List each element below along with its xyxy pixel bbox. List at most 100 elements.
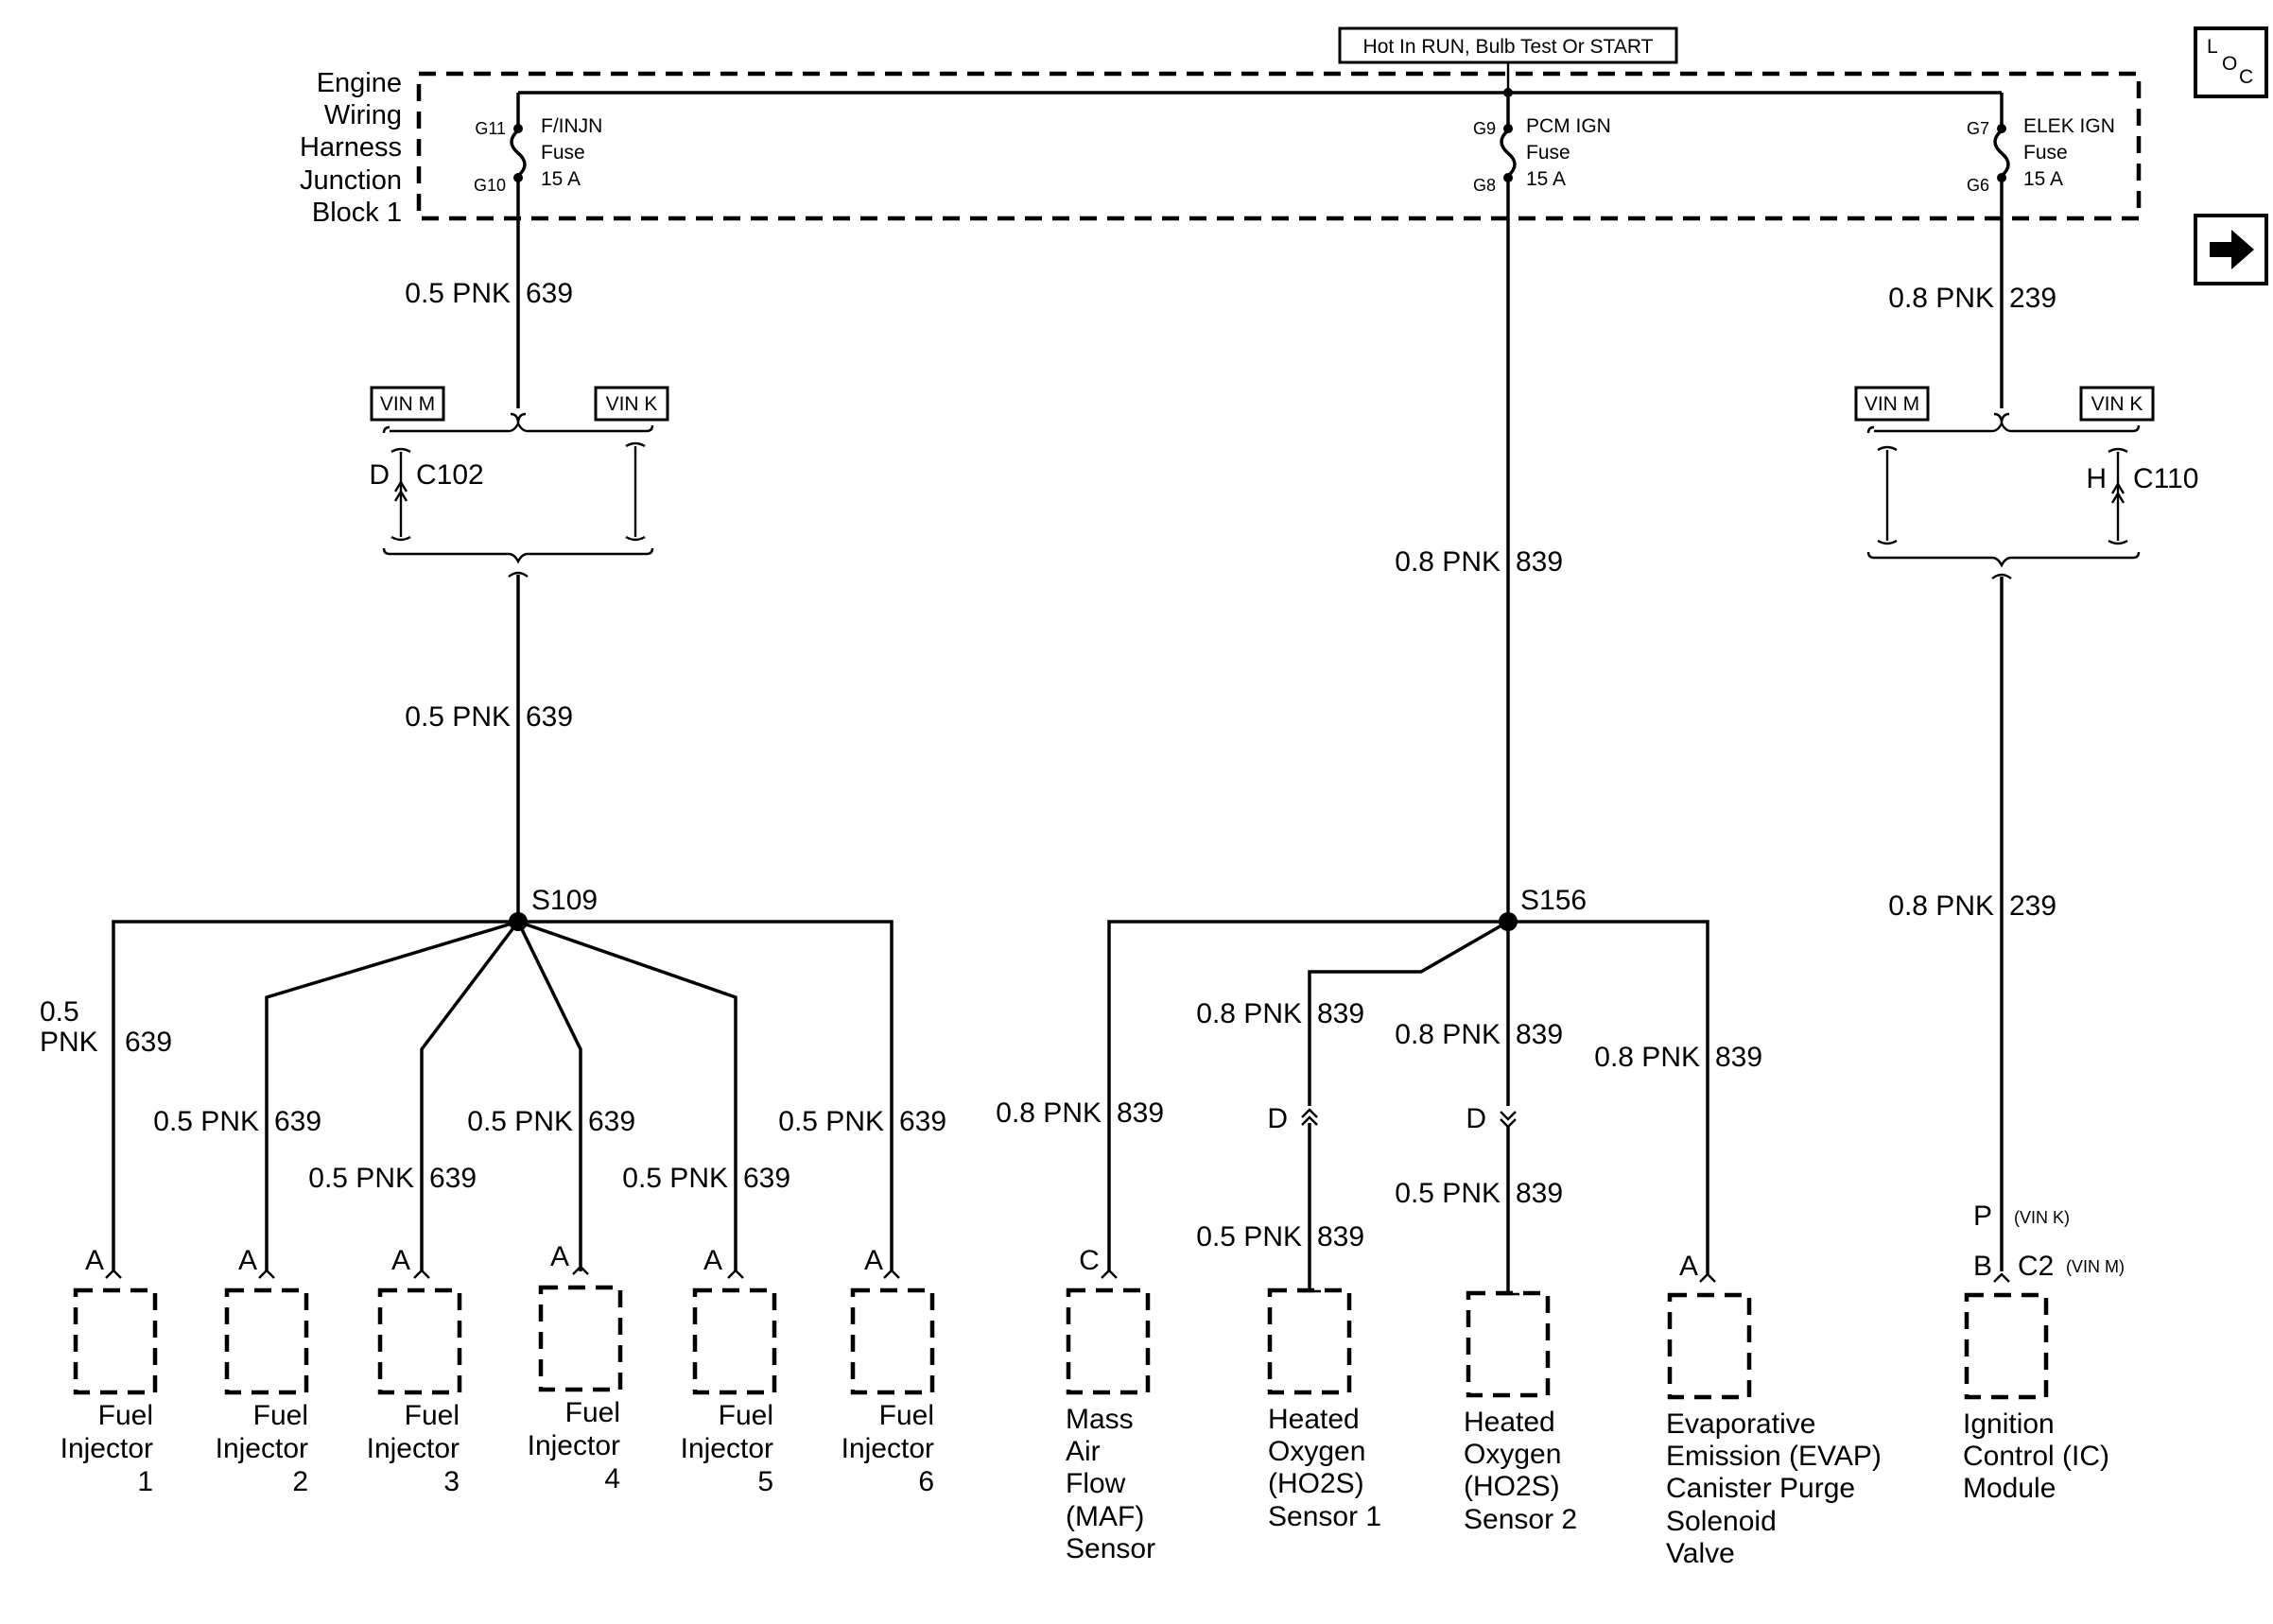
power-label-text: Hot In RUN, Bulb Test Or START	[1363, 36, 1654, 58]
icm-pin-p-vin: (VIN K)	[2014, 1208, 2070, 1227]
vin-m-right-text: VIN M	[1865, 393, 1919, 415]
wire-239-lower-circuit: 239	[2009, 890, 2056, 922]
fuel-injector-6: A Fuel Injector 6	[842, 1245, 935, 1497]
maf-pin: C	[1079, 1245, 1100, 1276]
inj1-number: 1	[137, 1466, 153, 1497]
mass-air-flow-sensor: C Mass Air Flow (MAF) Sensor	[1066, 1245, 1155, 1564]
ho2s1-connector-d: D	[1267, 1103, 1318, 1134]
ho2s2-wire-circuit: 839	[1516, 1019, 1563, 1050]
loc-letter-l: L	[2207, 36, 2218, 58]
ho2s1-line2: Oxygen	[1268, 1436, 1365, 1467]
ho2s1-wire-circuit: 839	[1317, 998, 1364, 1029]
fuse1-rating: 15 A	[541, 168, 581, 190]
c110-name: C110	[2133, 463, 2199, 494]
fuse-pcm-ign: G9 G8 PCM IGN Fuse 15 A	[1473, 115, 1611, 195]
evap-pin: A	[1679, 1251, 1698, 1282]
fuel-injector-1: A Fuel Injector 1	[61, 1245, 158, 1497]
ho2s2-conn-pin: D	[1466, 1103, 1486, 1134]
wire-to-maf	[1107, 920, 1508, 1271]
location-button[interactable]: L O C	[2194, 26, 2268, 98]
inj2-line1: Fuel	[253, 1400, 308, 1431]
ho2s1-conn-pin: D	[1267, 1103, 1288, 1134]
inj5-gauge: 0.5 PNK	[622, 1163, 728, 1194]
fuel-injector-5: A Fuel Injector 5	[681, 1245, 777, 1497]
injector-branches	[112, 920, 894, 1271]
arrow-right-icon	[2210, 230, 2254, 269]
maf-line3: Flow	[1066, 1468, 1126, 1499]
inj5-line2: Injector	[681, 1433, 773, 1464]
ho2s1-line1: Heated	[1268, 1404, 1360, 1435]
loc-letter-o: O	[2222, 53, 2237, 75]
vin-m-tag-right: VIN M	[1854, 386, 1930, 422]
inj4-number: 4	[604, 1463, 620, 1494]
inj3-number: 3	[443, 1466, 460, 1497]
c102-name: C102	[416, 459, 484, 491]
splice-s109-label: S109	[531, 885, 598, 916]
inj1-gauge-b: PNK	[40, 1027, 98, 1058]
inj5-line1: Fuel	[719, 1400, 773, 1431]
ho2s1-lower-gauge: 0.5 PNK	[1196, 1221, 1302, 1253]
evap-line2: Emission (EVAP)	[1666, 1441, 1882, 1472]
fuse3-word: Fuse	[2023, 142, 2068, 164]
vin-k-right-text: VIN K	[2091, 393, 2143, 415]
evap-line4: Solenoid	[1666, 1506, 1777, 1537]
inj4-line1: Fuel	[565, 1397, 620, 1428]
icm-pin-p: P	[1973, 1201, 1992, 1232]
inj1-gauge-a: 0.5	[40, 996, 79, 1028]
ho2s2-lower-gauge: 0.5 PNK	[1395, 1178, 1501, 1209]
fuse1-name: F/INJN	[541, 115, 602, 137]
fuse2-rating: 15 A	[1526, 168, 1566, 190]
ho2s2-line1: Heated	[1464, 1407, 1555, 1438]
evap-wire-circuit: 839	[1715, 1042, 1762, 1073]
heated-oxygen-sensor-2: Heated Oxygen (HO2S) Sensor 2	[1464, 1290, 1577, 1535]
maf-wire-gauge: 0.8 PNK	[996, 1097, 1102, 1129]
inj6-circuit: 639	[899, 1106, 946, 1137]
junction-block-outline	[416, 71, 2142, 221]
maf-line5: Sensor	[1066, 1533, 1155, 1564]
vin-k-tag-left: VIN K	[594, 386, 669, 422]
inj3-gauge: 0.5 PNK	[308, 1163, 414, 1194]
inj2-pin: A	[238, 1245, 257, 1276]
junction-label-line4: Junction	[300, 165, 402, 196]
maf-line2: Air	[1066, 1436, 1101, 1467]
inj4-pin: A	[550, 1241, 569, 1272]
evap-line3: Canister Purge	[1666, 1473, 1855, 1504]
next-page-button[interactable]	[2194, 214, 2268, 285]
wire-to-evap	[1508, 920, 1709, 1276]
wire-to-ho2s1	[1308, 920, 1509, 1106]
inj4-line2: Injector	[528, 1430, 620, 1461]
maf-wire-circuit: 839	[1117, 1097, 1164, 1129]
fuel-injector-2: A Fuel Injector 2	[216, 1245, 309, 1497]
inj3-line1: Fuel	[405, 1400, 460, 1431]
ho2s1-lower-circuit: 839	[1317, 1221, 1364, 1253]
fuse1-word: Fuse	[541, 142, 585, 164]
maf-line1: Mass	[1066, 1404, 1134, 1435]
ho2s2-line2: Oxygen	[1464, 1439, 1561, 1470]
fuse3-rating: 15 A	[2023, 168, 2063, 190]
fuse1-in-pin: G11	[475, 119, 506, 138]
evap-canister-purge-valve: A Evaporative Emission (EVAP) Canister P…	[1666, 1251, 1882, 1569]
evap-wire-gauge: 0.8 PNK	[1594, 1042, 1700, 1073]
inj6-line2: Injector	[842, 1433, 934, 1464]
inj2-number: 2	[292, 1466, 308, 1497]
inj6-line1: Fuel	[879, 1400, 934, 1431]
inj6-number: 6	[918, 1466, 934, 1497]
inj1-line1: Fuel	[98, 1400, 153, 1431]
wire-639-top-gauge: 0.5 PNK	[405, 278, 511, 309]
c102-pin: D	[369, 459, 390, 491]
junction-block-label: Engine Wiring Harness Junction Block 1	[300, 68, 402, 228]
ho2s1-line3: (HO2S)	[1268, 1468, 1364, 1499]
fuse-f-injn: G11 G10 F/INJN Fuse 15 A	[474, 115, 602, 195]
ignition-control-module: P (VIN K) B C2 (VIN M) Ignition Control …	[1963, 1201, 2125, 1504]
fuse-elek-ign: G7 G6 ELEK IGN Fuse 15 A	[1967, 115, 2115, 195]
ho2s1-line4: Sensor 1	[1268, 1501, 1381, 1532]
connector-c102: D C102	[369, 412, 654, 564]
inj4-gauge: 0.5 PNK	[467, 1106, 573, 1137]
fuel-injector-3: A Fuel Injector 3	[367, 1245, 462, 1497]
ho2s2-lower-circuit: 839	[1516, 1178, 1563, 1209]
inj3-line2: Injector	[367, 1433, 460, 1464]
icm-pin-b: B	[1973, 1251, 1992, 1282]
evap-line1: Evaporative	[1666, 1408, 1815, 1440]
inj2-gauge: 0.5 PNK	[153, 1106, 259, 1137]
